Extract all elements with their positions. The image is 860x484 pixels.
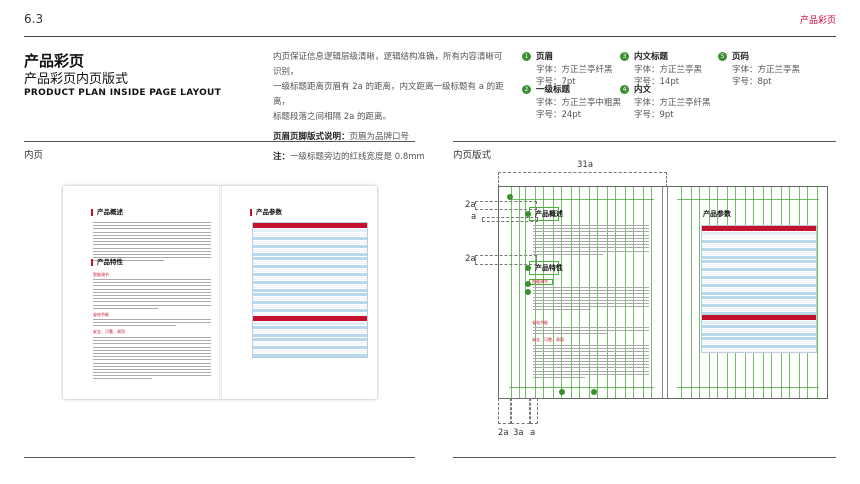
- guide-marker: [591, 389, 597, 395]
- spec-label: 一级标题: [536, 85, 571, 95]
- note-text: 一级标题旁边的红线宽度是 0.8mm: [290, 152, 425, 162]
- right-page: 产品参数: [222, 186, 377, 399]
- right-section-divider: [453, 141, 836, 142]
- mini-h1: 产品参数: [250, 209, 282, 216]
- dimension-box-bottom-2a: [498, 398, 511, 424]
- left-section-divider: [24, 141, 415, 142]
- spec-label: 页眉: [536, 52, 554, 62]
- section-number: 6.3: [24, 12, 44, 26]
- guide-marker: [525, 211, 531, 217]
- brochure-grid-layout: 产品概述 产品特性 智能调节 省电节能 安全、可靠、易用 产品参数: [498, 186, 828, 399]
- dimension-box-top: [498, 172, 667, 187]
- mini-h1: 产品概述: [91, 209, 123, 216]
- mini-paragraph: [533, 345, 649, 380]
- spec-header: 1 页眉 字体：方正兰亭纤黑 字号：7pt: [522, 51, 613, 89]
- spread-gutter: [219, 186, 222, 399]
- dimension-label-a: a: [530, 428, 536, 438]
- mini-h1: 产品参数: [703, 210, 731, 218]
- mini-spec-table: [701, 225, 817, 353]
- spec-size: 字号：14pt: [634, 77, 680, 87]
- brochure-spread-preview: 产品概述 产品特性 智能调节 省电节能 安全、可靠、易用 产品参数: [63, 186, 377, 399]
- mini-h2: 安全、可靠、易用: [532, 337, 564, 342]
- dimension-box-2a-mid: [475, 255, 537, 265]
- mini-paragraph: [93, 279, 211, 311]
- page-subtitle-en: PRODUCT PLAN INSIDE PAGE LAYOUT: [24, 88, 222, 98]
- red-line-note: 注：一级标题旁边的红线宽度是 0.8mm: [273, 150, 508, 165]
- dimension-box-bottom-a: [530, 398, 538, 424]
- spec-number-badge: 3: [620, 52, 629, 61]
- mini-paragraph: [533, 287, 649, 313]
- right-footer-divider: [453, 457, 836, 458]
- spec-font: 字体：方正兰亭黑: [634, 64, 703, 75]
- spec-body: 4 内文 字体：方正兰亭纤黑 字号：9pt: [620, 84, 711, 122]
- spec-font: 字体：方正兰亭黑: [732, 64, 801, 75]
- spec-number-badge: 5: [718, 52, 727, 61]
- page-title: 产品彩页: [24, 52, 85, 70]
- section-name: 产品彩页: [799, 16, 836, 26]
- desc-line: 内页保证信息逻辑层级清晰，逻辑结构准确，所有内容清晰可识别，: [273, 52, 503, 77]
- page-subtitle: 产品彩页内页版式: [24, 72, 129, 87]
- spec-label: 内文: [634, 85, 652, 95]
- spec-label: 内文标题: [634, 52, 669, 62]
- mini-paragraph: [533, 225, 649, 257]
- spec-font: 字体：方正兰亭中粗黑: [536, 97, 622, 108]
- spec-number-badge: 4: [620, 85, 629, 94]
- right-panel-label: 内页版式: [453, 150, 492, 161]
- mini-paragraph: [93, 222, 211, 263]
- mini-h1: 产品特性: [535, 264, 563, 272]
- mini-h1: 产品概述: [535, 210, 563, 218]
- dimension-box-bottom-3a: [511, 398, 530, 424]
- header-footer-label: 页眉页脚版式说明：: [273, 132, 350, 142]
- spec-size: 字号：7pt: [536, 77, 576, 87]
- guide-marker: [525, 265, 531, 271]
- left-panel-label: 内页: [24, 150, 44, 161]
- mini-h2: 智能调节: [93, 272, 109, 277]
- left-footer-divider: [24, 457, 415, 458]
- spread-gutter: [662, 187, 668, 398]
- guide-marker: [559, 389, 565, 395]
- dimension-box-2a-top: [475, 201, 537, 210]
- dimension-label-2a: 2a: [465, 254, 476, 264]
- note-label: 注：: [273, 152, 291, 162]
- spec-page-number: 5 页码 字体：方正兰亭黑 字号：8pt: [718, 51, 800, 89]
- spec-font: 字体：方正兰亭纤黑: [536, 64, 613, 75]
- spec-size: 字号：24pt: [536, 110, 582, 120]
- desc-line: 一级标题距离页眉有 2a 的距离，内文距离一级标题有 a 的距离，: [273, 82, 504, 107]
- spec-h1: 2 一级标题 字体：方正兰亭中粗黑 字号：24pt: [522, 84, 621, 122]
- header-footer-note: 页眉页脚版式说明：页眉为品牌口号: [273, 130, 508, 145]
- header-footer-text: 页眉为品牌口号: [349, 132, 410, 142]
- mini-h2: 智能调节: [532, 279, 548, 284]
- dimension-label-2a: 2a: [465, 200, 476, 210]
- spec-number-badge: 1: [522, 52, 531, 61]
- left-page: 产品概述 产品特性 智能调节 省电节能 安全、可靠、易用: [63, 186, 219, 399]
- mini-h2: 省电节能: [532, 320, 548, 325]
- spec-size: 字号：8pt: [732, 77, 772, 87]
- mini-paragraph: [533, 327, 649, 337]
- dimension-label-a: a: [471, 212, 477, 222]
- dimension-label-2a: 2a: [498, 428, 509, 438]
- mini-h2: 省电节能: [93, 312, 109, 317]
- mini-paragraph: [93, 319, 211, 329]
- spec-size: 字号：9pt: [634, 110, 674, 120]
- guide-marker: [507, 194, 513, 200]
- mini-h2: 安全、可靠、易用: [93, 329, 125, 334]
- dimension-label-31a: 31a: [577, 160, 594, 170]
- mini-paragraph: [93, 337, 211, 382]
- mini-spec-table: [252, 222, 368, 358]
- layout-description: 内页保证信息逻辑层级清晰，逻辑结构准确，所有内容清晰可识别， 一级标题距离页眉有…: [273, 50, 508, 165]
- spec-font: 字体：方正兰亭纤黑: [634, 97, 711, 108]
- spec-label: 页码: [732, 52, 750, 62]
- guide-marker: [525, 289, 531, 295]
- desc-line: 标题段落之间相隔 2a 的距离。: [273, 112, 392, 122]
- dimension-label-3a: 3a: [513, 428, 524, 438]
- guide-marker: [525, 281, 531, 287]
- mini-h1: 产品特性: [91, 259, 123, 266]
- spec-number-badge: 2: [522, 85, 531, 94]
- spec-body-title: 3 内文标题 字体：方正兰亭黑 字号：14pt: [620, 51, 702, 89]
- dimension-box-a: [482, 217, 538, 222]
- header-divider: [24, 36, 836, 37]
